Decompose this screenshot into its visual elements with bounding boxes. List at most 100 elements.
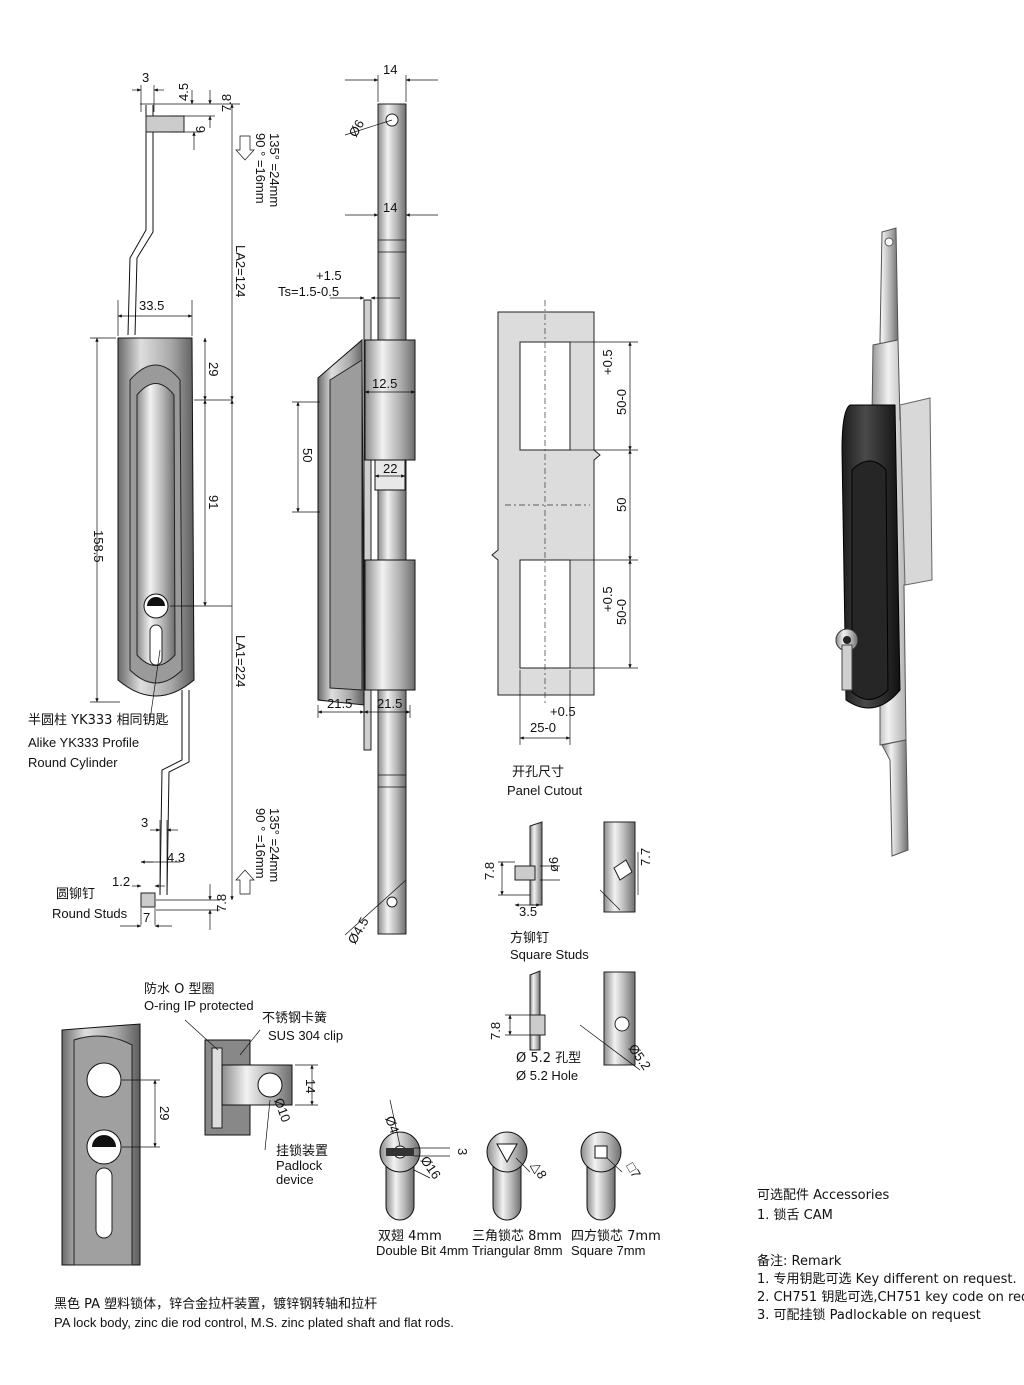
remark-item-3: 3. 可配挂锁 Padlockable on request	[757, 1307, 981, 1323]
cam-block	[364, 339, 416, 461]
dim-ts-plus: +1.5	[316, 268, 342, 283]
dim-bot-43: 4.3	[167, 850, 185, 865]
bottom-hole	[386, 896, 398, 908]
lower-rod	[159, 690, 183, 896]
dim-cam-w: 12.5	[372, 376, 397, 391]
dim-top-h: 7.8	[219, 94, 234, 112]
cutout-w-tol: +0.5	[550, 704, 576, 719]
clip-label-cn: 不锈钢卡簧	[262, 1010, 327, 1026]
oring-label-en: O-ring IP protected	[144, 998, 254, 1013]
cylinder-label-en-1: Alike YK333 Profile	[28, 735, 139, 750]
inserts-view: Ø4 Ø16 3 双翅 4mm Double Bit 4mm △8 三角锁芯 8…	[376, 1099, 661, 1258]
oring-dim-29: 29	[157, 1106, 172, 1120]
hole-5-2	[614, 1016, 630, 1032]
bottom-stud	[140, 892, 156, 908]
dim-bot-hole-d: Ø4.5	[345, 915, 372, 947]
material-en: PA lock body, zinc die rod control, M.S.…	[54, 1315, 454, 1330]
dim-bar-w: 14	[383, 200, 397, 215]
rotation-top-1: 135° =24mm	[267, 133, 282, 207]
padlock-hole	[86, 1062, 122, 1098]
remark-item-1: 1. 专用钥匙可选 Key different on request.	[757, 1272, 1017, 1287]
triangular-d: △8	[528, 1159, 550, 1181]
dim-bot-78: 7.8	[214, 894, 229, 912]
square-studs-label-en: Square Studs	[510, 947, 589, 962]
oring-label-cn: 防水 O 型圈	[144, 981, 215, 997]
dim-la1: LA1=224	[233, 635, 248, 687]
dim-stud-d: 6	[193, 126, 208, 133]
product-render	[835, 227, 933, 857]
dim-width: 33.5	[139, 298, 164, 313]
dim-top-w: 14	[383, 62, 397, 77]
dim-hole-d: Ø6	[346, 117, 368, 140]
double-bit-label-cn: 双翅 4mm	[378, 1228, 442, 1244]
square-label-en: Square 7mm	[571, 1243, 645, 1258]
dim-bot-offset: 3	[141, 815, 148, 830]
square-stud-sq: 7.7	[638, 848, 653, 866]
square-label-cn: 四方锁芯 7mm	[571, 1228, 661, 1244]
cutout-label-en: Panel Cutout	[507, 783, 583, 798]
rotation-bottom-2: 90 ° =16mm	[253, 808, 268, 879]
square-stud-d: ø6	[546, 857, 561, 872]
front-view: 14 Ø6 14 +1.5 Ts=1.5-0.5 12.5 50 22 21.5…	[278, 62, 438, 947]
square-studs-view: 7.8 ø6 3.5 7.7 方铆钉 Square Studs	[482, 821, 653, 962]
flat-bar	[377, 103, 407, 935]
upper-rod	[127, 105, 147, 336]
cylinder-label-en-2: Round Cylinder	[28, 755, 118, 770]
dim-small-h: 4.5	[176, 83, 191, 101]
oring-dim-14: 14	[303, 1079, 318, 1093]
triangular-label-en: Triangular 8mm	[472, 1243, 563, 1258]
top-stud	[145, 115, 185, 133]
rotation-bottom-1: 135° =24mm	[267, 808, 282, 882]
dim-la2: LA2=124	[233, 245, 248, 297]
material-cn: 黑色 PA 塑料锁体，锌合金拉杆装置，镀锌钢转轴和拉杆	[54, 1296, 377, 1312]
cutout-val-2: 50-0	[614, 599, 629, 625]
dim-right-21-5: 21.5	[377, 696, 402, 711]
cylinder-label-cn: 半圆柱 YK333 相同钥匙	[28, 713, 169, 728]
clip-label-en: SUS 304 clip	[268, 1028, 343, 1043]
dim-mid-section: 91	[206, 495, 221, 509]
dim-length: 158.5	[91, 530, 106, 563]
square-stud	[514, 865, 536, 881]
dim-bot-12: 1.2	[112, 874, 130, 889]
square-d: □7	[623, 1160, 644, 1181]
remark-title: 备注: Remark	[757, 1253, 842, 1269]
double-bit-d1: Ø4	[382, 1114, 402, 1135]
dim-ts: Ts=1.5-0.5	[278, 284, 339, 299]
remark-item-2: 2. CH751 钥匙可选,CH751 key code on request	[757, 1290, 1024, 1305]
cutout-w-val: 25-0	[530, 720, 556, 735]
padlock-label-cn: 挂锁装置	[276, 1143, 328, 1159]
accessories-title: 可选配件 Accessories	[757, 1188, 890, 1203]
oring-view: 29 14 Ø10 防水 O 型圈 O-ring IP protected 不锈…	[61, 981, 343, 1266]
side-profile-view: 3 4.5 7.8 6 135° =24mm 90 ° =16mm 33.5 1…	[28, 70, 282, 930]
padlock-label-en-2: device	[276, 1172, 314, 1187]
rotation-top-2: 90 ° =16mm	[253, 133, 268, 204]
cutout-label-cn: 开孔尺寸	[512, 765, 564, 780]
double-bit-d3: 3	[455, 1148, 470, 1155]
padlock-label-en-1: Padlock	[276, 1158, 323, 1173]
panel-plate	[363, 299, 372, 751]
dim-body-h: 50	[300, 448, 315, 462]
studs-label-en: Round Studs	[52, 906, 128, 921]
accessories-item-1: 1. 锁舌 CAM	[757, 1207, 833, 1223]
dim-top-section: 29	[206, 362, 221, 376]
cutout-panel	[491, 311, 601, 696]
hole-type-h: 7.8	[488, 1022, 503, 1040]
square-stud-h: 7.8	[482, 862, 497, 880]
triangular-label-cn: 三角锁芯 8mm	[472, 1228, 562, 1244]
cutout-tol-1: +0.5	[600, 349, 615, 375]
studs-label-cn: 圆铆钉	[56, 887, 95, 902]
hole-type-label-cn: Ø 5.2 孔型	[516, 1051, 581, 1066]
square-studs-label-cn: 方铆钉	[510, 930, 549, 946]
cutout-mid: 50	[614, 498, 629, 512]
dim-top-offset: 3	[142, 70, 149, 85]
cutout-tol-2: +0.5	[600, 586, 615, 612]
panel-cutout-view: +0.5 50-0 50 +0.5 50-0 +0.5 25-0 开孔尺寸 Pa…	[491, 300, 638, 798]
square-stud-w: 3.5	[519, 904, 537, 919]
dim-left-21-5: 21.5	[327, 696, 352, 711]
double-bit-d2: Ø16	[418, 1153, 444, 1182]
hole-type-label-en: Ø 5.2 Hole	[516, 1068, 578, 1083]
double-bit-label-en: Double Bit 4mm	[376, 1243, 468, 1258]
dim-bot-7: 7	[143, 910, 150, 925]
cutout-val-1: 50-0	[614, 389, 629, 415]
